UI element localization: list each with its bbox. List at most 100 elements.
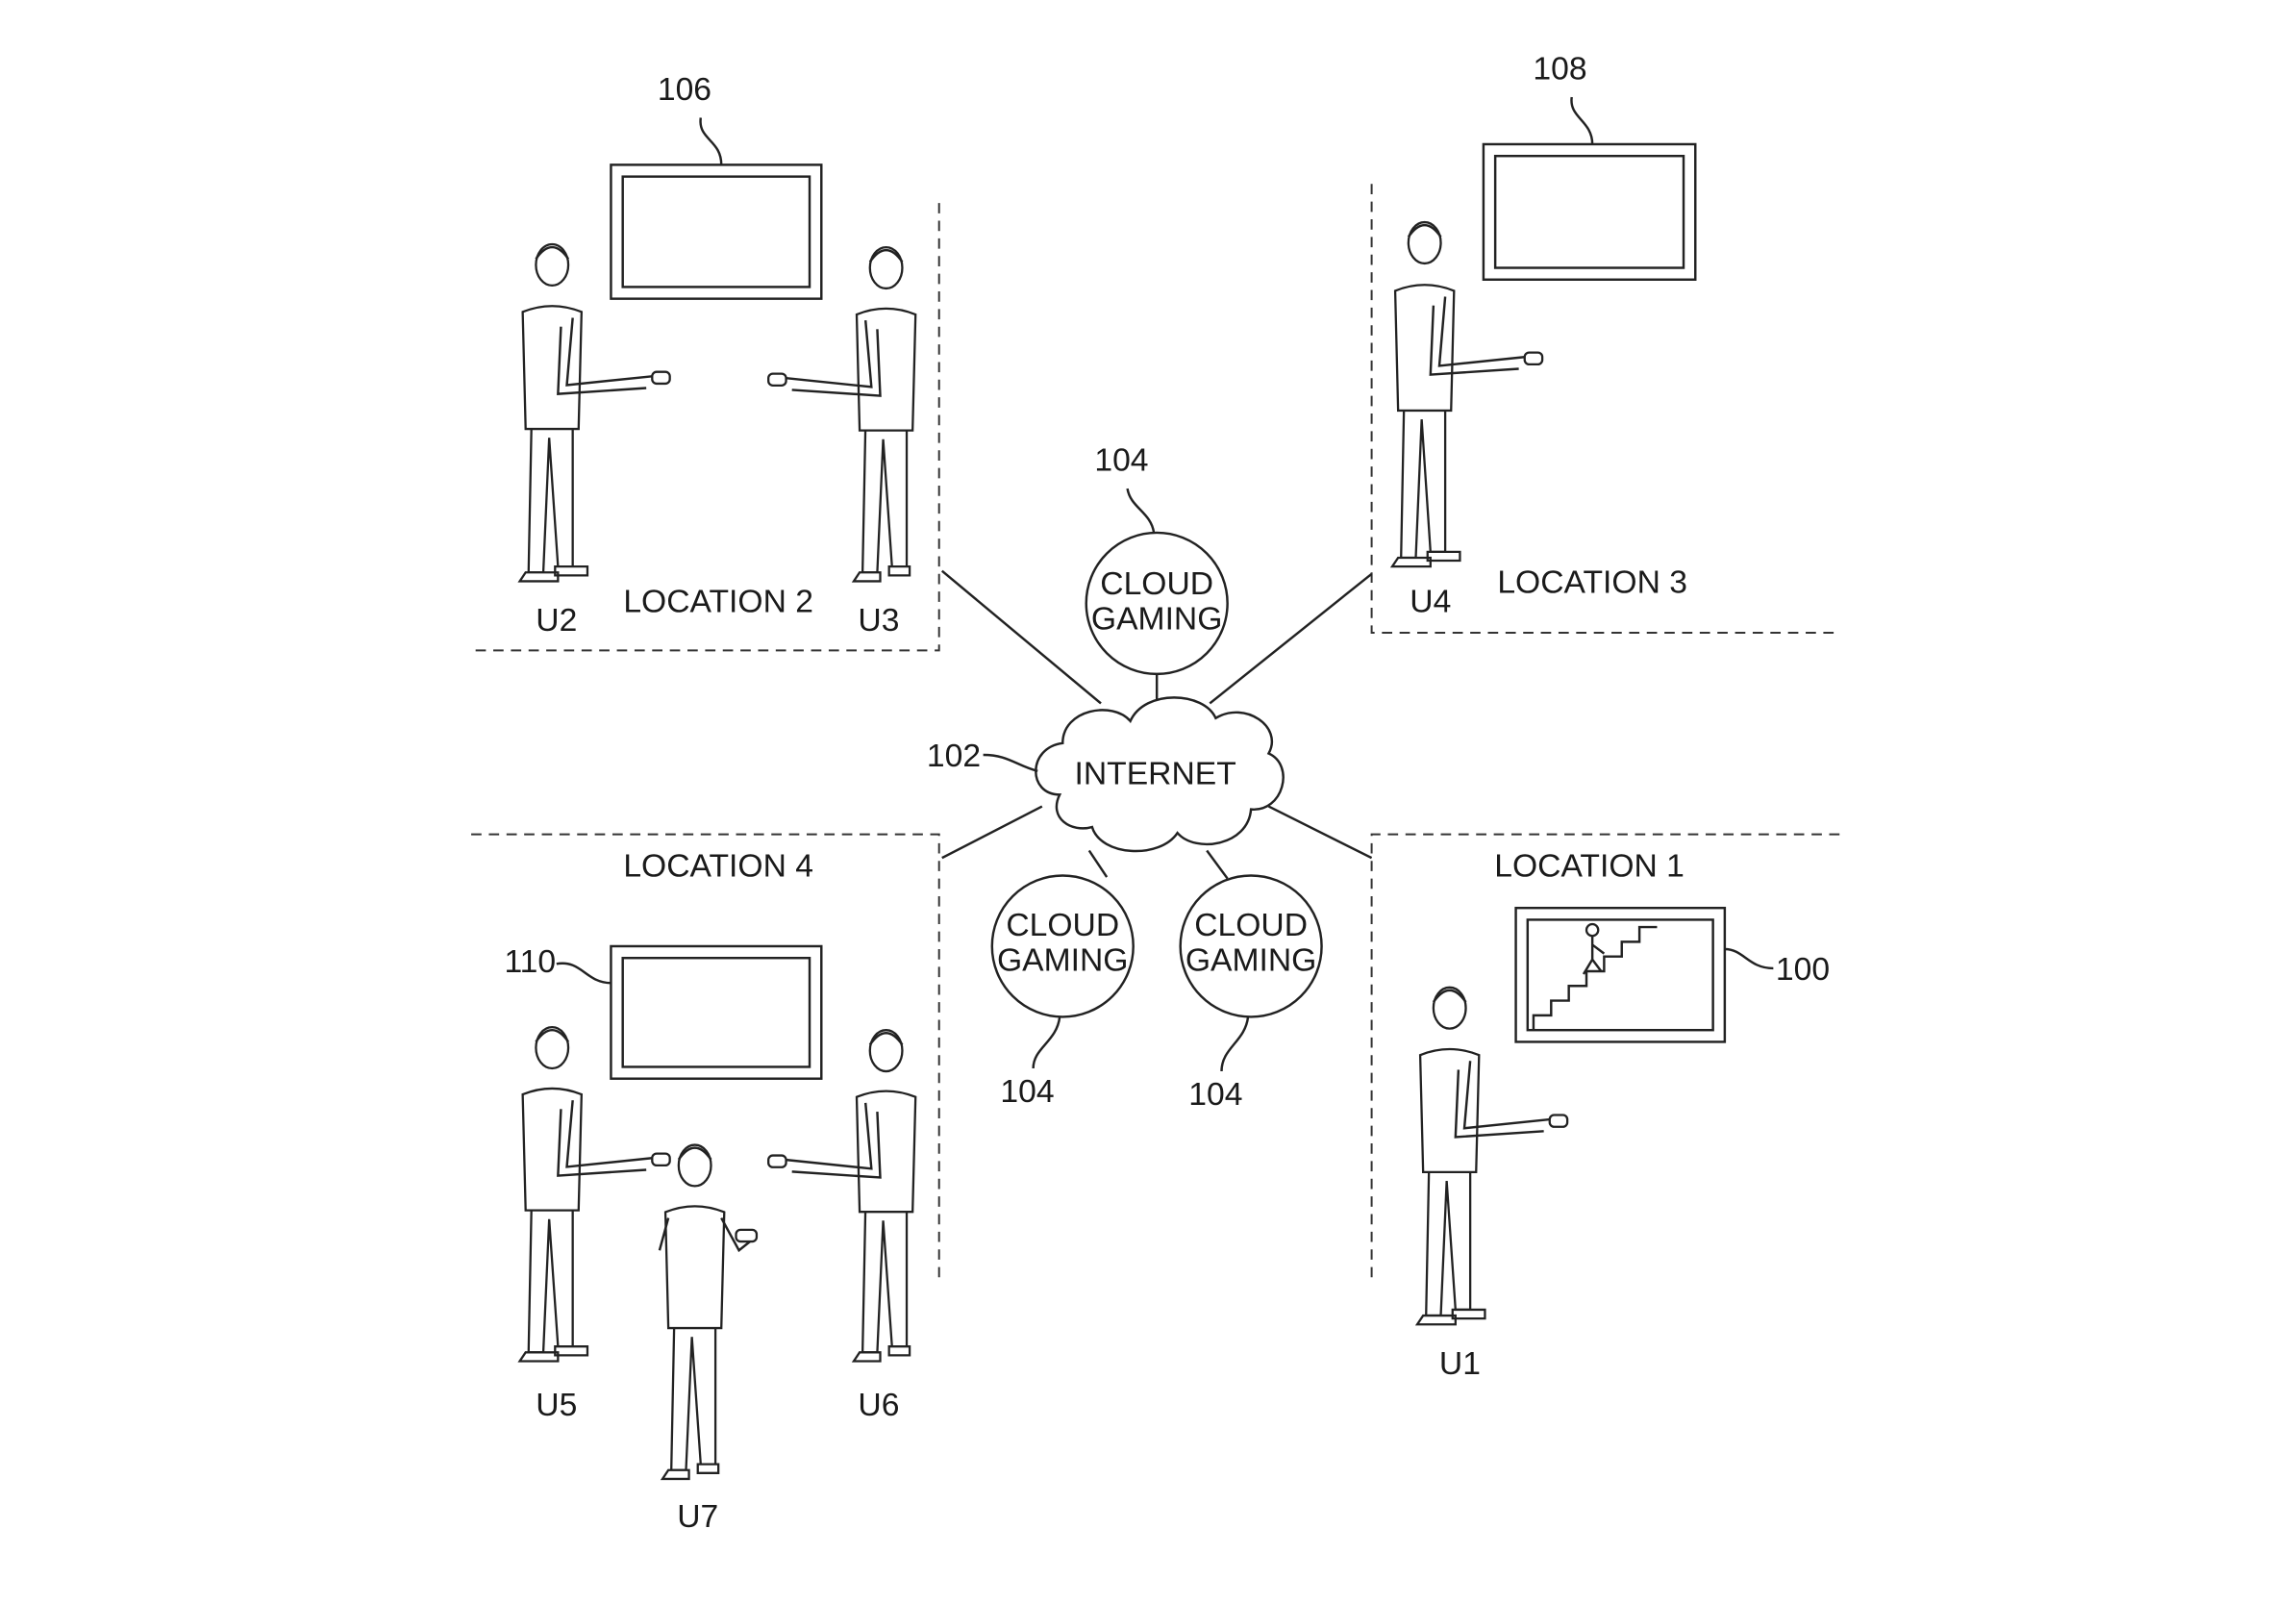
ref-leader-110 (556, 962, 611, 985)
display-screen (621, 175, 811, 288)
link-location-4 (941, 805, 1043, 860)
user-label-u6: U6 (858, 1388, 899, 1423)
cloud-gaming-top: CLOUD GAMING 104 (1085, 442, 1229, 676)
ref-leader-100 (1724, 947, 1774, 970)
torso (855, 1090, 917, 1214)
user-label-u3: U3 (858, 603, 899, 639)
game-controller-icon (735, 1228, 759, 1243)
display-screen (621, 956, 811, 1068)
arms (557, 1100, 653, 1177)
torso (855, 307, 917, 432)
hair (535, 245, 570, 261)
location-3-boundary (1370, 184, 1840, 635)
server-circle (1179, 874, 1323, 1018)
torso (663, 1205, 726, 1330)
head (1407, 220, 1442, 265)
torso (521, 305, 584, 431)
link-location-2 (940, 569, 1102, 705)
shoes (517, 565, 589, 583)
torso (521, 1087, 584, 1212)
location-4-label: LOCATION 4 (623, 849, 813, 885)
hair (1407, 223, 1442, 238)
ref-106: 106 (658, 72, 711, 108)
server-circle (990, 874, 1135, 1018)
location-3-label: LOCATION 3 (1497, 564, 1687, 600)
cloud-gaming-label: GAMING (1185, 943, 1317, 979)
game-controller-icon (651, 370, 671, 386)
hair (868, 248, 904, 263)
torso (1393, 284, 1456, 413)
arms (786, 320, 882, 397)
cloud-gaming-label: CLOUD (1006, 908, 1119, 943)
user-figure-u2 (517, 242, 671, 583)
user-figure-u4 (1389, 220, 1544, 568)
game-controller-icon (1523, 351, 1544, 366)
display-screen (1493, 154, 1685, 269)
user-figure-u6 (767, 1029, 917, 1363)
cloud-icon (1035, 696, 1285, 853)
shoes (851, 1345, 911, 1363)
shoes (851, 565, 911, 583)
link-location-3 (1209, 572, 1373, 705)
ref-leader-106 (699, 117, 723, 165)
stairs-graphic (1532, 925, 1658, 1031)
ref-leader-104 (1220, 1016, 1250, 1072)
legs (670, 1320, 717, 1471)
server-circle (1085, 531, 1229, 676)
legs (861, 1204, 909, 1354)
hair (868, 1032, 904, 1046)
legs (1425, 1165, 1472, 1317)
user-figure-u3 (767, 245, 917, 583)
arms (557, 317, 653, 395)
user-label-u7: U7 (677, 1499, 718, 1535)
shoes (1389, 550, 1461, 568)
user-label-u5: U5 (536, 1388, 577, 1423)
arms (786, 1102, 882, 1179)
ref-104: 104 (1000, 1074, 1054, 1110)
network-links (940, 569, 1373, 880)
location-2-label: LOCATION 2 (623, 584, 813, 619)
link-cloud-gaming-right (1206, 849, 1229, 880)
display-110: 110 (504, 944, 823, 1080)
game-character-icon (1582, 922, 1606, 975)
torso (1418, 1047, 1481, 1174)
cloud-gaming-left: CLOUD GAMING 104 (990, 874, 1135, 1110)
legs (527, 1203, 574, 1354)
shoes (660, 1463, 720, 1481)
arms (1429, 296, 1525, 376)
ref-110: 110 (504, 944, 556, 980)
user-figure-u7 (658, 1143, 759, 1481)
cloud-gaming-label: GAMING (997, 943, 1129, 979)
link-cloud-gaming-left (1087, 849, 1109, 878)
ref-104: 104 (1188, 1077, 1242, 1113)
ref-leader-102 (983, 753, 1038, 773)
ref-100: 100 (1776, 952, 1830, 988)
display-frame (1514, 906, 1727, 1043)
ref-leader-104 (1032, 1016, 1061, 1069)
shoes (1414, 1308, 1486, 1326)
head (535, 242, 570, 288)
legs (861, 423, 909, 574)
cloud-gaming-label: CLOUD (1194, 908, 1308, 943)
hair (677, 1146, 712, 1161)
location-1-boundary (1370, 833, 1840, 1281)
hair (535, 1028, 570, 1043)
user-label-u4: U4 (1410, 584, 1451, 619)
display-108: 108 (1482, 51, 1697, 281)
internet-label: INTERNET (1075, 756, 1236, 791)
cloud-gaming-right: CLOUD GAMING 104 (1179, 874, 1323, 1113)
ref-102: 102 (927, 739, 981, 774)
arms (1454, 1061, 1550, 1139)
head (868, 245, 904, 290)
game-controller-icon (767, 372, 787, 387)
users (517, 220, 1569, 1481)
head (868, 1029, 904, 1073)
display-frame (610, 944, 823, 1080)
legs (1400, 403, 1447, 560)
internet-cloud: INTERNET 102 (927, 696, 1285, 853)
game-controller-icon (651, 1152, 671, 1167)
ref-leader-104 (1126, 488, 1156, 534)
user-figure-u1 (1414, 986, 1569, 1326)
location-1-label: LOCATION 1 (1494, 849, 1685, 885)
